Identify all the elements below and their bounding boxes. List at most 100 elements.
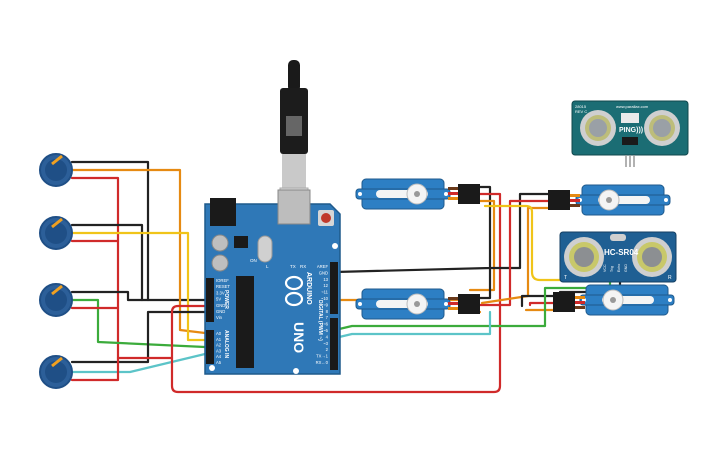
voltage-regulator bbox=[234, 236, 248, 248]
power-pin-label: IOREF bbox=[216, 278, 229, 283]
led-label: ON bbox=[250, 258, 257, 263]
digital-pin-label: TX→1 bbox=[316, 354, 329, 359]
digital-header-bottom bbox=[330, 318, 338, 370]
wire-power-loop[interactable] bbox=[170, 298, 502, 394]
potentiometer-icon[interactable] bbox=[39, 283, 73, 317]
digital-pin-label: ~11 bbox=[321, 290, 328, 295]
analog-pin-label: A3 bbox=[216, 348, 222, 353]
servo-connector[interactable] bbox=[548, 190, 580, 210]
wire-servo1-red[interactable] bbox=[478, 192, 502, 302]
wire-sensor-yellow[interactable] bbox=[483, 204, 602, 282]
digital-pin-label: 7 bbox=[326, 315, 329, 320]
arduino-brand: ARDUINO bbox=[305, 272, 312, 305]
power-pin-label: GND bbox=[216, 303, 225, 308]
hcsr04-pin-label: GND bbox=[624, 264, 628, 272]
digital-header-top bbox=[330, 262, 338, 314]
digital-pin-label: 2 bbox=[326, 347, 329, 352]
servo-connector[interactable] bbox=[553, 292, 585, 312]
digital-pin-label: 12 bbox=[323, 283, 328, 288]
potentiometers bbox=[39, 153, 73, 389]
led-label: L bbox=[266, 264, 269, 269]
wire-pot1-orange[interactable] bbox=[70, 168, 207, 335]
digital-pin-label: 8 bbox=[326, 309, 329, 314]
hcsr04-title: HC-SR04 bbox=[604, 248, 639, 257]
digital-pin-label: ~3 bbox=[323, 341, 328, 346]
potentiometer-icon[interactable] bbox=[39, 216, 73, 250]
power-pin-label: 5V bbox=[216, 297, 221, 302]
capacitor bbox=[211, 234, 229, 252]
ping-rev: REV C bbox=[575, 109, 587, 114]
hcsr04-pin-label: VCC bbox=[603, 264, 607, 272]
capacitor bbox=[211, 254, 229, 272]
wire-servo1-black[interactable] bbox=[333, 185, 492, 274]
wires bbox=[70, 160, 622, 394]
wire-pot4-black[interactable] bbox=[70, 310, 207, 364]
power-label: POWER bbox=[223, 290, 229, 309]
servo-motor-icon[interactable] bbox=[575, 184, 671, 216]
servo-connector[interactable] bbox=[448, 294, 480, 314]
digital-pin-label: RX←0 bbox=[316, 360, 329, 365]
ping-part: 28015 bbox=[575, 104, 587, 109]
wire-pot2-black[interactable] bbox=[70, 223, 144, 302]
crystal bbox=[257, 235, 273, 263]
digital-pin-label: ~10 bbox=[321, 296, 329, 301]
wire-pot4-red[interactable] bbox=[70, 356, 120, 382]
ultrasonic-sensor-icon[interactable]: PING))) www.parallax.com 28015 REV C bbox=[571, 100, 689, 167]
analog-label: ANALOG IN bbox=[223, 330, 229, 358]
ping-brand: www.parallax.com bbox=[616, 104, 649, 109]
servo-motor-icon[interactable] bbox=[579, 284, 675, 316]
power-pin-label: Vin bbox=[216, 315, 223, 320]
wire-pot3-black[interactable] bbox=[70, 290, 150, 302]
wire-servo3-orange[interactable] bbox=[480, 206, 552, 305]
arduino-uno-board[interactable]: L TX RX ON ARDUINO UNO POWER ANALOG IN DIGI… bbox=[204, 189, 341, 375]
analog-pin-label: A0 bbox=[216, 331, 222, 336]
digital-pin-label: ~6 bbox=[323, 322, 328, 327]
wire-sensor-cyan[interactable] bbox=[333, 310, 492, 340]
power-header bbox=[206, 278, 214, 322]
led-label: RX bbox=[300, 264, 306, 269]
wire-servo3-black[interactable] bbox=[488, 192, 552, 270]
power-jack bbox=[210, 198, 236, 226]
digital-label: DIGITAL (PWM ~) bbox=[317, 300, 323, 341]
power-pin-label: RESET bbox=[216, 284, 230, 289]
power-pin-label: 3.3V bbox=[216, 290, 225, 295]
atmega-chip bbox=[236, 276, 254, 368]
wire-pot4-cyan[interactable] bbox=[70, 352, 207, 374]
digital-pin-label: AREF bbox=[317, 264, 329, 269]
potentiometer-icon[interactable] bbox=[39, 153, 73, 187]
ping-title: PING))) bbox=[619, 127, 643, 134]
hcsr04-t-label: T bbox=[564, 275, 567, 281]
wire-servo4-red[interactable] bbox=[528, 301, 557, 307]
hcsr04-pin-label: Echo bbox=[617, 264, 621, 272]
arduino-model: UNO bbox=[291, 322, 307, 353]
wire-pot2-yellow[interactable] bbox=[70, 231, 207, 342]
wire-servo3-red[interactable] bbox=[498, 199, 552, 307]
wire-servo2-black[interactable] bbox=[478, 266, 492, 300]
wire-servo4-black[interactable] bbox=[520, 294, 557, 308]
analog-pin-label: A1 bbox=[216, 337, 222, 342]
potentiometer-icon[interactable] bbox=[39, 355, 73, 389]
led-label: TX bbox=[290, 264, 296, 269]
digital-pin-label: ~9 bbox=[323, 302, 328, 307]
led-labels: L TX RX ON bbox=[250, 258, 306, 269]
analog-pin-label: A5 bbox=[216, 360, 222, 365]
digital-pin-label: GND bbox=[319, 270, 328, 275]
servo-connector[interactable] bbox=[448, 184, 480, 204]
wire-servo1-orange[interactable] bbox=[468, 199, 496, 292]
wire-pot3-green[interactable] bbox=[70, 298, 207, 349]
analog-pin-label: A4 bbox=[216, 354, 222, 359]
digital-pin-label: 13 bbox=[323, 277, 328, 282]
servo-motor-icon[interactable] bbox=[355, 288, 451, 320]
digital-pin-label: 4 bbox=[326, 334, 329, 339]
wire-pot1-black[interactable] bbox=[70, 160, 207, 302]
wire-pot1-red[interactable] bbox=[70, 176, 120, 360]
hcsr04-pin-label: Trig bbox=[610, 266, 614, 272]
servo-motor-icon[interactable] bbox=[355, 178, 451, 210]
power-pin-label: GND bbox=[216, 309, 225, 314]
